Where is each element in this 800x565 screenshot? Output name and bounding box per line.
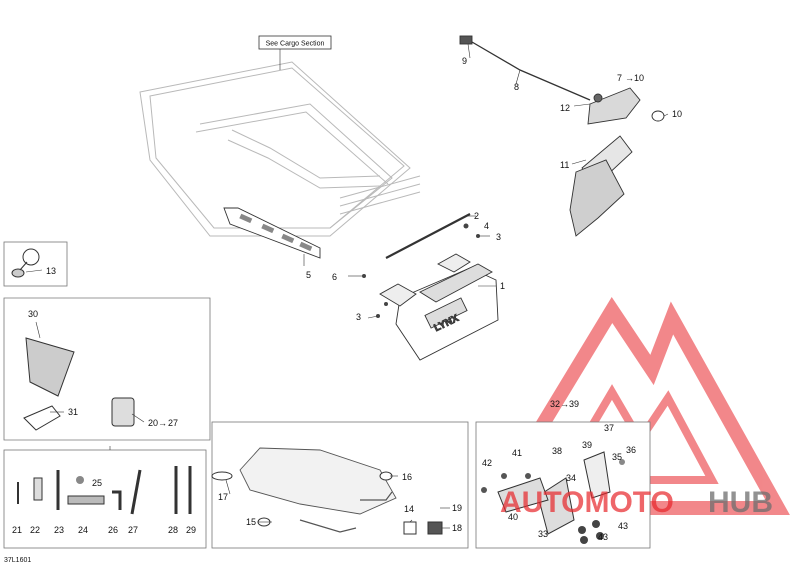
label-35: 35 [612,452,622,462]
leader-lines [25,43,669,529]
label-38: 38 [552,446,562,456]
label-28: 28 [168,525,178,535]
label-20-arrow: → [158,418,167,428]
label-21: 21 [12,525,22,535]
rear-trim-strip [223,207,321,259]
watermark-logo [479,296,790,515]
mirror-part-box [3,241,68,287]
label-7: 7 [617,73,622,83]
snowmobile-box [211,421,469,549]
label-29: 29 [186,525,196,535]
label-17: 17 [218,492,228,502]
label-3-bottom: 3 [356,312,361,322]
label-13: 13 [46,266,56,276]
label-19: 19 [452,503,462,513]
watermark-brand-left: AUTOMOTO [500,486,674,519]
bumper-assembly: LYNX [379,213,499,361]
label-32-to: 39 [569,399,579,409]
part-labels: 1 2 3 3 4 5 6 7 → 10 8 9 10 11 12 13 14 … [4,56,682,564]
label-37: 37 [604,423,614,433]
label-4: 4 [484,221,489,231]
label-43-a: 43 [618,521,628,531]
side-panel-box [3,297,211,441]
label-1: 1 [500,281,505,291]
label-30: 30 [28,309,38,319]
label-7-arrow: → [625,73,634,83]
label-33: 33 [538,529,548,539]
label-20-to: 27 [168,418,178,428]
label-26: 26 [108,525,118,535]
label-27: 27 [128,525,138,535]
tool-kit-box [3,449,207,549]
label-20: 20 [148,418,158,428]
label-41: 41 [512,448,522,458]
see-cargo-section-callout: See Cargo Section [258,35,332,70]
label-40: 40 [508,512,518,522]
watermark-brand-text: AUTOMOTO HUB [500,486,773,519]
label-11: 11 [560,160,569,170]
label-15: 15 [246,517,256,527]
label-39: 39 [582,440,592,450]
label-36: 36 [626,445,636,455]
label-14: 14 [404,504,414,514]
label-18: 18 [452,523,462,533]
label-6: 6 [332,272,337,282]
label-7-to: 10 [634,73,644,83]
reference-code: 37L1601 [4,557,31,564]
hitch-box [475,421,651,549]
label-12: 12 [560,103,570,113]
label-32-arrow: → [560,399,569,409]
label-42: 42 [482,458,492,468]
label-22: 22 [30,525,40,535]
watermark-brand-right: HUB [708,486,773,519]
label-34: 34 [566,473,576,483]
label-32: 32 [550,399,560,409]
label-31: 31 [68,407,78,417]
taillight-assembly [459,35,665,237]
label-23: 23 [54,525,64,535]
label-3-top: 3 [496,232,501,242]
label-9: 9 [462,56,467,66]
label-10: 10 [672,109,682,119]
label-25: 25 [92,478,102,488]
callout-text: See Cargo Section [266,41,325,48]
label-2: 2 [474,211,479,221]
cargo-rack-drawing [139,61,421,237]
label-43-b: 43 [598,532,608,542]
label-5: 5 [306,270,311,280]
label-8: 8 [514,82,519,92]
label-16: 16 [402,472,412,482]
label-24: 24 [78,525,88,535]
